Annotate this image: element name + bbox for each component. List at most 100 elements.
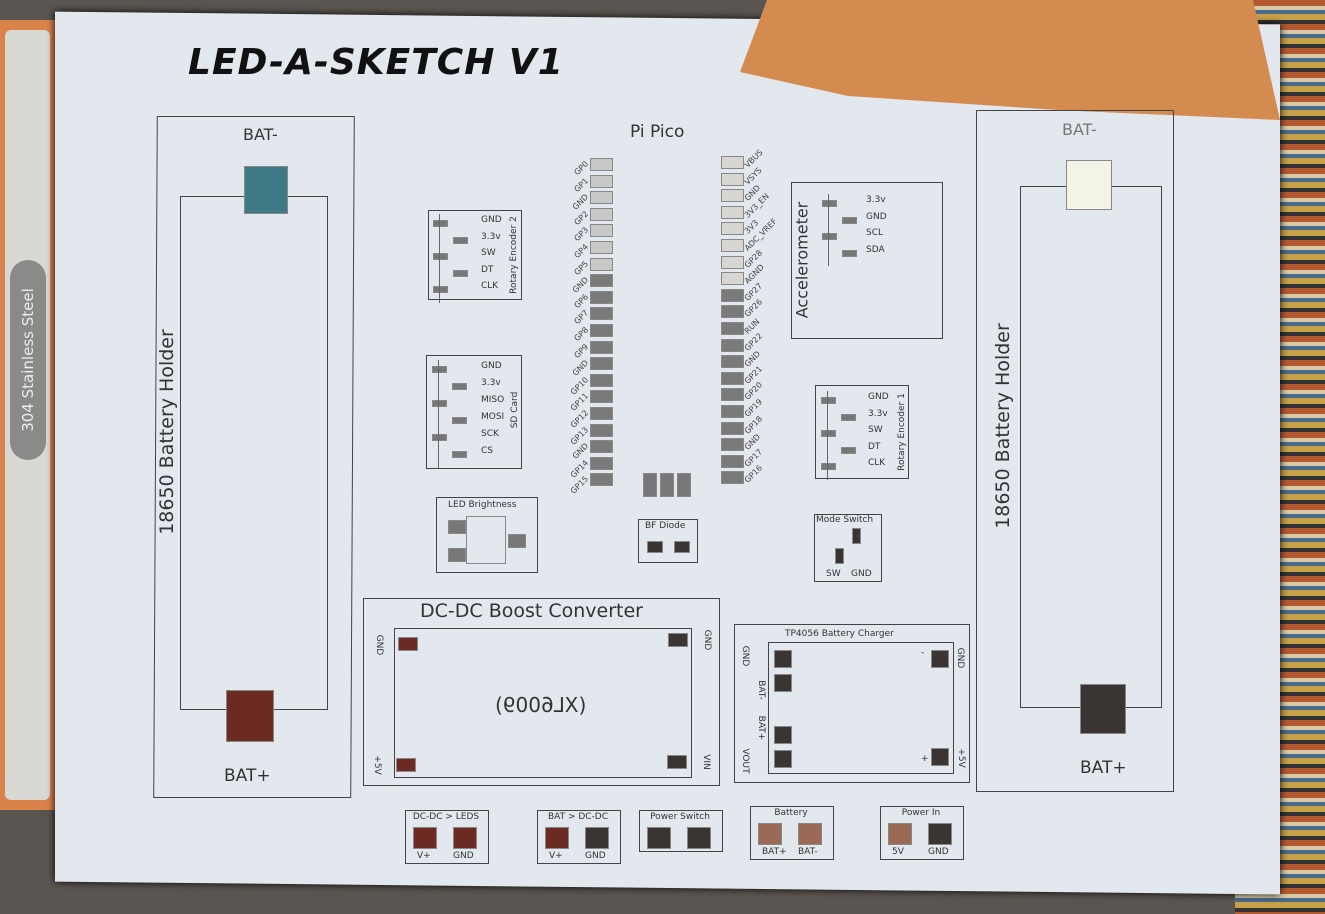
charger-5v: +5V xyxy=(956,748,966,768)
pico-pad-left xyxy=(590,456,613,470)
connector-pad xyxy=(758,823,782,845)
charger-gnd-left: GND xyxy=(740,645,750,667)
connector-pad xyxy=(798,823,822,845)
pico-pad-left xyxy=(590,324,613,337)
pico-pad-right xyxy=(721,189,744,203)
boost-5v-label: +5V xyxy=(372,755,382,775)
connector-title: Power In xyxy=(901,808,941,818)
switch-pad xyxy=(835,548,844,564)
battery-right-top-label: BAT- xyxy=(1062,120,1097,139)
sdcard-pin-pad xyxy=(432,366,447,373)
rotary1-pin-label: CLK xyxy=(868,458,886,468)
pico-pad-right xyxy=(721,388,744,402)
sdcard-pin-pad xyxy=(452,417,467,424)
sdcard-pin-pad xyxy=(452,383,467,390)
sd-card-title: SD Card xyxy=(510,391,520,429)
pico-pad-left xyxy=(590,257,613,271)
charger-pad xyxy=(931,650,949,668)
pico-pad-right xyxy=(721,272,744,286)
board-title: LED-A-SKETCH V1 xyxy=(188,42,564,83)
connector-label-a: V+ xyxy=(417,851,431,861)
rotary-encoder-2-module xyxy=(428,210,522,300)
charger-gnd-right: GND xyxy=(955,647,965,669)
connector-label-b: GND xyxy=(928,847,949,857)
pico-pad-left xyxy=(590,373,613,387)
sdcard-pin-label: CS xyxy=(481,446,493,456)
pico-pad-right xyxy=(721,421,744,435)
battery-left-title: 18650 Battery Holder xyxy=(156,329,178,535)
pico-pad-left xyxy=(590,191,613,205)
boost-title: DC-DC Boost Converter xyxy=(420,600,643,622)
pico-pad-left xyxy=(590,158,613,171)
boost-vin-label: VIN xyxy=(701,754,711,770)
rotary1-pin-pad xyxy=(821,430,836,437)
mode-switch-module xyxy=(814,514,882,582)
connector-pad xyxy=(585,827,609,849)
connector-box xyxy=(405,810,489,864)
pico-pad-left xyxy=(590,241,613,254)
charger-bat-minus: BAT- xyxy=(756,680,766,700)
pico-pad-right xyxy=(721,305,744,319)
rotary1-pin-label: 3.3v xyxy=(868,408,888,419)
rotary2-pin-label: GND xyxy=(481,215,502,225)
charger-pad xyxy=(931,748,949,766)
rotary2-pin-pad xyxy=(433,220,448,227)
connector-pad xyxy=(453,827,477,849)
rotary2-pin-label: 3.3v xyxy=(481,231,501,242)
rotary1-pin-pad xyxy=(841,446,856,454)
stainless-steel-text: 304 Stainless Steel xyxy=(19,288,37,432)
boost-pad xyxy=(667,755,687,769)
accel-pin-label: SDA xyxy=(866,244,885,255)
pot-pad xyxy=(448,548,466,562)
connector-label-a: V+ xyxy=(549,851,563,861)
connector-title: Battery xyxy=(774,808,808,818)
rotary2-header-line xyxy=(439,214,440,303)
connector-pad xyxy=(687,827,711,849)
rotary2-pin-label: CLK xyxy=(481,281,499,291)
connector-label-a: 5V xyxy=(892,847,904,857)
boost-converter-module xyxy=(363,598,720,786)
accel-pin-label: 3.3v xyxy=(866,195,886,205)
accelerometer-title: Accelerometer xyxy=(792,201,812,319)
connector-title: BAT > DC-DC xyxy=(547,812,609,822)
charger-module xyxy=(734,624,970,783)
connector-label-a: BAT+ xyxy=(762,847,787,857)
bf-diode-module xyxy=(638,519,698,563)
accel-pin-pad xyxy=(842,216,857,224)
pico-pad-right xyxy=(721,338,744,352)
pico-pad-left xyxy=(590,207,613,221)
charger-title: TP4056 Battery Charger xyxy=(785,629,894,639)
pico-pad-right xyxy=(721,156,744,169)
boost-gnd-right: GND xyxy=(702,629,712,651)
pico-pad-left xyxy=(590,440,613,454)
rotary1-pin-pad xyxy=(821,397,836,404)
pico-pad-left xyxy=(590,423,613,437)
pico-pad-right xyxy=(721,222,744,236)
pico-pad-right xyxy=(721,405,744,418)
diode-pad xyxy=(674,541,690,553)
mode-switch-gnd-label: GND xyxy=(851,569,872,579)
accel-pin-pad xyxy=(822,233,837,240)
battery-right-bottom-label: BAT+ xyxy=(1080,758,1127,778)
connector-box xyxy=(639,810,723,852)
pico-pad-right xyxy=(721,322,744,335)
pico-pad-left xyxy=(590,307,613,321)
accel-pin-label: GND xyxy=(866,211,887,222)
sdcard-pin-label: MOSI xyxy=(481,412,505,422)
rotary2-pin-pad xyxy=(453,236,468,244)
rotary-encoder-1-module xyxy=(815,385,909,479)
stainless-steel-label: 304 Stainless Steel xyxy=(10,260,46,460)
boost-gnd-left: GND xyxy=(374,634,384,656)
sd-card-module xyxy=(426,355,522,469)
rotary1-pin-pad xyxy=(841,413,856,421)
pico-pad-right xyxy=(721,438,744,452)
connector-title: DC-DC > LEDS xyxy=(412,812,480,822)
charger-pad xyxy=(774,674,792,692)
sdcard-pin-pad xyxy=(432,400,447,407)
connector-box xyxy=(537,810,621,864)
pico-pad-left xyxy=(590,390,613,404)
sdcard-pin-label: 3.3v xyxy=(481,378,501,388)
rotary1-pin-label: DT xyxy=(868,441,881,452)
boost-pad xyxy=(668,633,688,647)
rotary1-pin-pad xyxy=(821,463,836,470)
